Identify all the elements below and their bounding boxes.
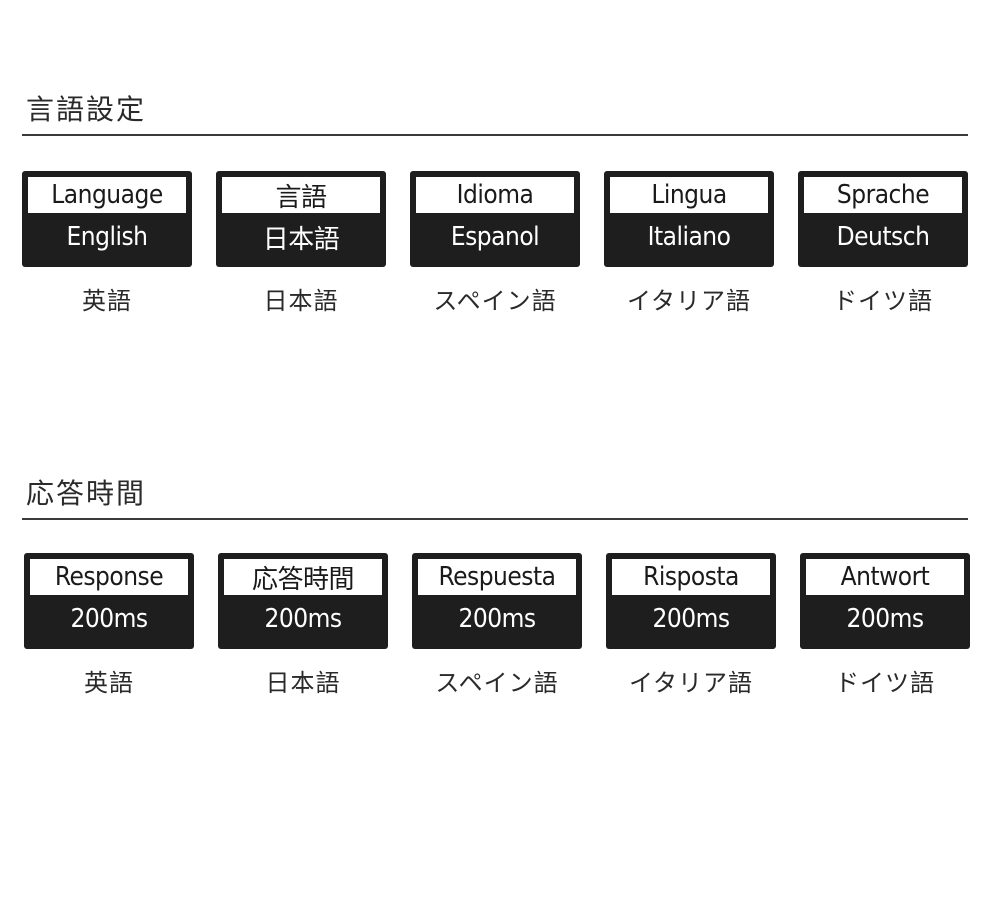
language-card-english: Language English 英語 (22, 171, 192, 316)
lcd-label: Lingua (610, 177, 768, 213)
lcd-display: 言語 日本語 (216, 171, 386, 267)
lcd-value: 日本語 (262, 224, 340, 255)
response-time-title: 応答時間 (26, 477, 147, 510)
language-card-german: Sprache Deutsch ドイツ語 (798, 171, 968, 316)
response-card-german: Antwort 200ms ドイツ語 (800, 553, 970, 698)
lcd-value: 200ms (652, 604, 730, 634)
lcd-label: Respuesta (418, 559, 576, 595)
language-settings-divider (22, 134, 968, 136)
language-card-italian: Lingua Italiano イタリア語 (604, 171, 774, 316)
lcd-value: Italiano (647, 222, 731, 252)
lcd-label: 言語 (222, 177, 380, 213)
lcd-display: Language English (22, 171, 192, 267)
lcd-display: Antwort 200ms (800, 553, 970, 649)
lcd-label: Response (30, 559, 188, 595)
lcd-display: Respuesta 200ms (412, 553, 582, 649)
response-time-divider (22, 518, 968, 520)
lcd-display: 応答時間 200ms (218, 553, 388, 649)
card-caption: スペイン語 (433, 287, 557, 315)
card-caption: イタリア語 (626, 287, 752, 315)
response-card-spanish: Respuesta 200ms スペイン語 (412, 553, 582, 698)
lcd-display: Response 200ms (24, 553, 194, 649)
language-card-japanese: 言語 日本語 日本語 (216, 171, 386, 316)
card-caption: ドイツ語 (835, 669, 935, 697)
language-cards: Language English 英語 言語 日本語 日本語 Idioma Es… (22, 171, 968, 331)
response-cards: Response 200ms 英語 応答時間 200ms 日本語 Respues… (22, 553, 970, 713)
lcd-display: Risposta 200ms (606, 553, 776, 649)
response-card-japanese: 応答時間 200ms 日本語 (218, 553, 388, 698)
lcd-value: 200ms (458, 604, 536, 634)
lcd-display: Idioma Espanol (410, 171, 580, 267)
lcd-value: English (66, 222, 148, 252)
language-settings-title: 言語設定 (26, 93, 147, 126)
card-caption: 英語 (82, 287, 132, 315)
lcd-display: Lingua Italiano (604, 171, 774, 267)
lcd-label: Idioma (416, 177, 574, 213)
lcd-value: Deutsch (836, 222, 930, 252)
response-card-english: Response 200ms 英語 (24, 553, 194, 698)
card-caption: ドイツ語 (833, 287, 933, 315)
lcd-label: 応答時間 (224, 559, 382, 595)
lcd-label: Risposta (612, 559, 770, 595)
card-caption: 日本語 (263, 287, 339, 315)
card-caption: 日本語 (265, 669, 341, 697)
card-caption: 英語 (84, 669, 134, 697)
lcd-label: Antwort (806, 559, 964, 595)
lcd-value: 200ms (846, 604, 924, 634)
lcd-value: 200ms (70, 604, 148, 634)
lcd-value: Espanol (450, 222, 540, 252)
lcd-value: 200ms (264, 604, 342, 634)
card-caption: スペイン語 (435, 669, 559, 697)
lcd-label: Sprache (804, 177, 962, 213)
language-card-spanish: Idioma Espanol スペイン語 (410, 171, 580, 316)
card-caption: イタリア語 (628, 669, 754, 697)
lcd-display: Sprache Deutsch (798, 171, 968, 267)
response-card-italian: Risposta 200ms イタリア語 (606, 553, 776, 698)
lcd-label: Language (28, 177, 186, 213)
